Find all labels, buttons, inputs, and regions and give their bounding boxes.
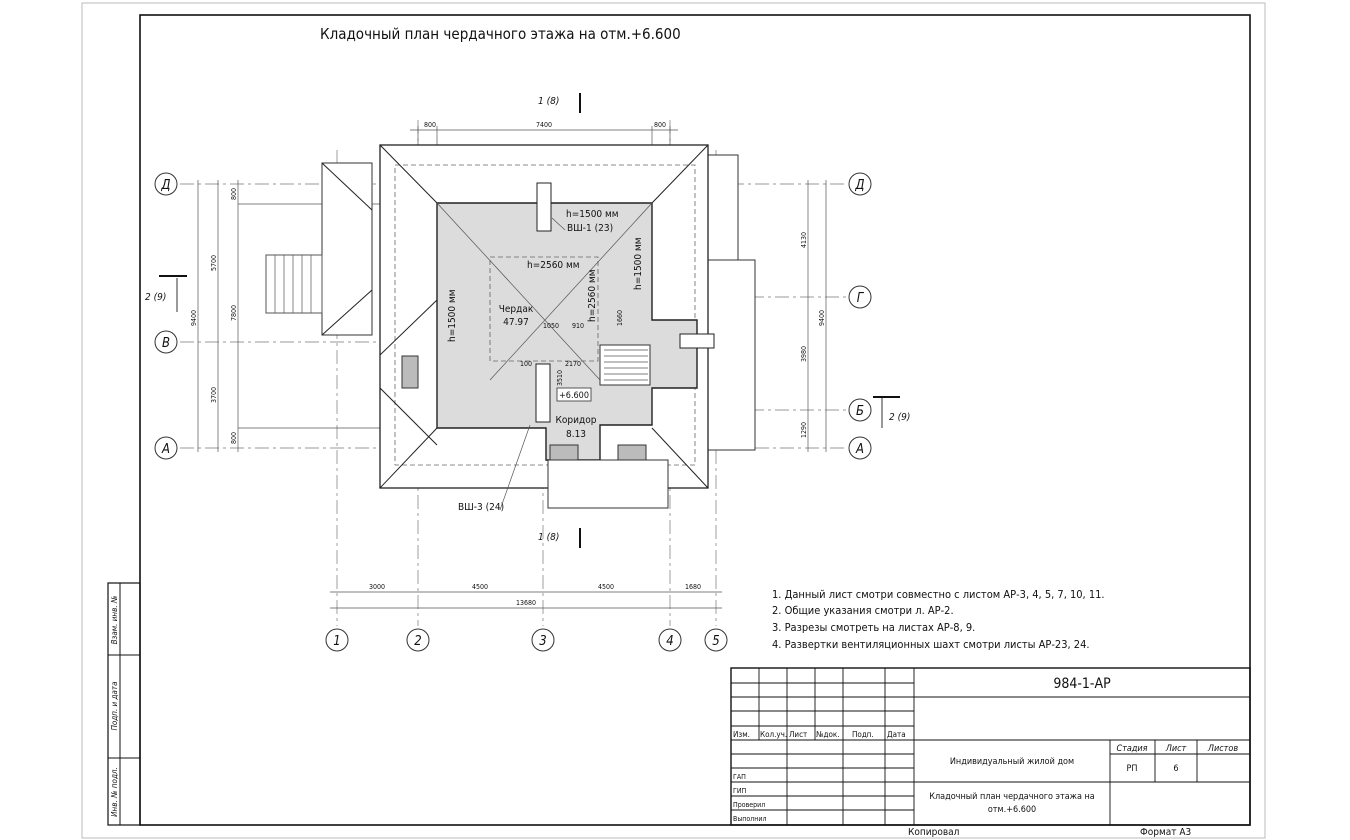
note: 3. Разрезы смотреть на листах АР-8, 9. (772, 621, 975, 634)
height-label: h=1500 мм (633, 237, 644, 290)
axis-label: В (162, 336, 170, 351)
tb-header: Дата (887, 730, 906, 739)
drawing-code: 984-1-АР (1053, 676, 1111, 692)
floor-plan (265, 144, 756, 511)
dim: 2170 (565, 360, 581, 368)
stamp-label: Подп. и дата (110, 681, 119, 730)
dim: 100 (520, 360, 532, 368)
copied-label: Копировал (908, 827, 959, 838)
note: 1. Данный лист смотри совместно с листом… (772, 588, 1105, 601)
dim: 1290 (800, 422, 808, 438)
axis-label: А (161, 442, 170, 457)
title-block-text: 984-1-АР Изм. Кол.уч. Лист №док. Подп. Д… (733, 676, 1238, 838)
axis-label: Д (854, 178, 864, 193)
drawing-frame (139, 14, 1251, 826)
tb-header: №док. (816, 730, 840, 739)
axis-label: 5 (712, 634, 719, 649)
dim: 910 (572, 322, 584, 330)
format-label: Формат А3 (1140, 827, 1191, 838)
dim: 4130 (800, 232, 808, 248)
sheet-title: Кладочный план чердачного этажа на (929, 792, 1095, 802)
project-name: Индивидуальный жилой дом (950, 757, 1074, 767)
sheet-edge (81, 2, 1266, 839)
dim: 1050 (543, 322, 559, 330)
axis-label: А (855, 442, 864, 457)
dim: 800 (424, 121, 436, 129)
section-label: 2 (9) (889, 412, 910, 423)
axis-label: 3 (539, 634, 546, 649)
height-label: h=1500 мм (447, 289, 458, 342)
room-name: Коридор (556, 415, 597, 426)
tb-role: ГИП (733, 787, 747, 795)
stamp-label: Инв. № подл. (110, 767, 119, 817)
axis-bubbles: Д В А Д Г Б А 1 2 3 4 5 (154, 172, 872, 652)
note: 2. Общие указания смотри л. АР-2. (772, 604, 954, 617)
dim: 1680 (685, 583, 701, 591)
plan-labels: h=1500 мм ВШ-1 (23) h=2560 мм h=1500 мм … (447, 209, 644, 513)
dim: 800 (230, 188, 238, 200)
axis-label: 1 (333, 634, 340, 649)
notes: 1. Данный лист смотри совместно с листом… (772, 588, 1105, 651)
stamp-label: Взам. инв. № (110, 596, 119, 645)
height-label: h=2560 мм (527, 260, 580, 271)
dim: 800 (230, 432, 238, 444)
dim: 3000 (369, 583, 385, 591)
tb-header: Подп. (852, 730, 874, 739)
side-stamp: Взам. инв. № Подп. и дата Инв. № подл. (107, 582, 141, 826)
tb-header: Лист (1165, 744, 1187, 754)
axis-label: Г (857, 291, 865, 306)
room-area: 8.13 (566, 429, 586, 440)
stage-value: РП (1127, 764, 1138, 774)
dim: 9400 (190, 310, 198, 326)
sheet-title: отм.+6.600 (988, 805, 1036, 815)
axis-label: 4 (666, 634, 673, 649)
tb-role: Выполнил (733, 815, 767, 823)
height-label: h=1500 мм (566, 209, 619, 220)
tb-role: Проверил (733, 801, 765, 809)
tb-header: Изм. (733, 730, 750, 739)
room-name: Чердак (499, 304, 534, 315)
shaft-label: ВШ-3 (24) (458, 502, 504, 513)
height-label: h=2560 мм (587, 269, 598, 322)
dim: 1660 (616, 310, 624, 326)
dim: 13680 (516, 599, 536, 607)
shaft-label: ВШ-1 (23) (567, 223, 613, 234)
dim: 7400 (536, 121, 552, 129)
tb-header: Лист (789, 730, 807, 739)
dim: 3980 (800, 346, 808, 362)
section-label: 1 (8) (538, 96, 559, 107)
dim: 5700 (210, 255, 218, 271)
sheet-value: 6 (1173, 764, 1178, 774)
tb-header: Кол.уч. (760, 730, 787, 739)
section-label: 1 (8) (538, 532, 559, 543)
dim: 800 (654, 121, 666, 129)
drawing-title: Кладочный план чердачного этажа на отм.+… (320, 25, 681, 43)
room-area: 47.97 (503, 317, 529, 328)
title-block (730, 667, 1251, 826)
section-marks: 1 (8) 1 (8) 2 (9) 2 (9) (145, 93, 910, 548)
axis-label: Б (856, 404, 864, 419)
level-mark: +6.600 (559, 391, 589, 401)
dim: 4500 (598, 583, 614, 591)
axis-label: Д (160, 178, 170, 193)
tb-role: ГАП (733, 773, 746, 781)
dim: 4500 (472, 583, 488, 591)
section-label: 2 (9) (145, 292, 166, 303)
dim: 9400 (818, 310, 826, 326)
tb-header: Листов (1207, 744, 1238, 754)
dim: 3510 (556, 370, 564, 386)
axis-label: 2 (414, 634, 421, 649)
note: 4. Развертки вентиляционных шахт смотри … (772, 638, 1090, 651)
dim: 7800 (230, 305, 238, 321)
tb-header: Стадия (1116, 744, 1147, 754)
dim: 3700 (210, 387, 218, 403)
